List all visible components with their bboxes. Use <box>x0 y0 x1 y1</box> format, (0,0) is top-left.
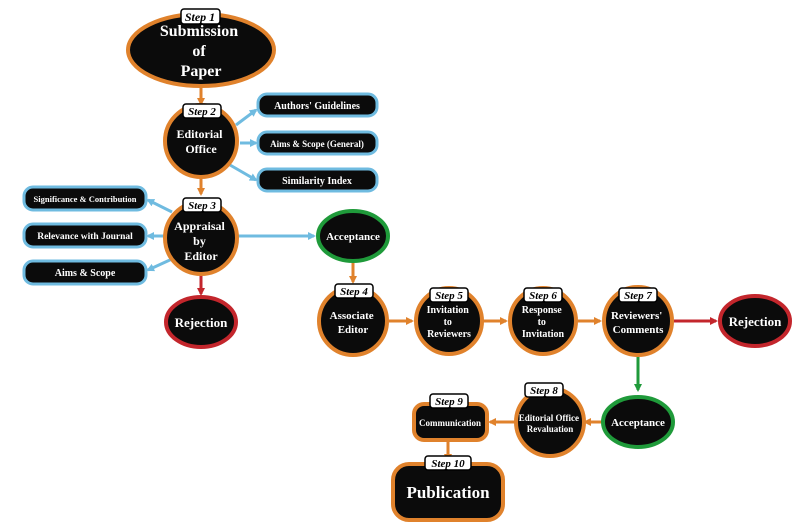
svg-text:Appraisal by Edito: Appraisal by Editor <box>174 219 228 263</box>
pill-authors-guidelines-label: Authors' Guidelines <box>274 101 360 112</box>
editorial-line-2: Office <box>185 142 217 156</box>
step-10-label: Step 10 <box>431 458 465 470</box>
pill-aims-scope-label: Aims & Scope <box>55 268 116 279</box>
response-line-1: Response <box>522 305 563 316</box>
submission-line-1: Submission <box>160 23 238 40</box>
step-3-label: Step 3 <box>188 200 216 212</box>
rejection-2-label: Rejection <box>729 314 782 329</box>
svg-text:Submission of Pape: Submission of Paper <box>160 23 242 80</box>
pill-relevance-with-journal: Relevance with Journal <box>22 222 148 249</box>
invitation-line-1: Invitation <box>427 305 470 316</box>
step-tag-8: Step 8 <box>524 382 564 398</box>
step-5-label: Step 5 <box>435 290 463 302</box>
pill-relevance-label: Relevance with Journal <box>37 232 133 242</box>
pill-significance-label: Significance & Contribution <box>34 194 137 204</box>
pill-aims-scope: Aims & Scope <box>22 259 148 286</box>
node-rejection-2: Rejection <box>718 294 792 348</box>
associate-line-2: Editor <box>338 324 369 336</box>
step-tag-10: Step 10 <box>424 455 472 471</box>
pill-similarity-index-label: Similarity Index <box>282 176 352 187</box>
arrow-editorial-to-authors-guidelines <box>235 108 258 127</box>
step-7-label: Step 7 <box>624 290 652 302</box>
step-tag-9: Step 9 <box>429 393 469 409</box>
appraisal-line-3: Editor <box>184 249 218 263</box>
node-acceptance-2: Acceptance <box>601 395 675 449</box>
pill-similarity-index: Similarity Index <box>256 167 379 193</box>
associate-line-1: Associate <box>330 310 374 322</box>
step-2-label: Step 2 <box>188 106 216 118</box>
node-submission-of-paper: Submission of Paper <box>126 12 276 88</box>
step-tag-2: Step 2 <box>182 103 222 119</box>
svg-text:Reviewers' Comments: Reviewers' Comments <box>611 310 665 336</box>
step-9-label: Step 9 <box>435 396 463 408</box>
communication-label: Communication <box>419 418 481 428</box>
step-1-label: Step 1 <box>185 10 215 24</box>
step-tag-1: Step 1 <box>180 8 221 25</box>
acceptance-2-label: Acceptance <box>611 417 665 429</box>
arrow-appraisal-to-significance <box>146 198 173 214</box>
node-rejection-1: Rejection <box>164 295 238 349</box>
svg-text:Associate Editor: Associate Editor <box>330 310 377 336</box>
node-reviewers-comments: Reviewers' Comments <box>602 285 674 357</box>
rejection-1-label: Rejection <box>175 315 228 330</box>
submission-line-3: Paper <box>181 63 222 80</box>
arrow-appraisal-to-aims <box>146 257 173 272</box>
step-tag-7: Step 7 <box>618 287 658 303</box>
step-6-label: Step 6 <box>529 290 557 302</box>
step-tag-4: Step 4 <box>334 283 374 299</box>
response-line-3: Invitation <box>522 329 565 340</box>
svg-text:Editorial Office: Editorial Office <box>176 127 225 156</box>
pill-aims-scope-general: Aims & Scope (General) <box>256 130 379 156</box>
submission-line-2: of <box>192 43 206 60</box>
pill-significance-contribution: Significance & Contribution <box>22 185 148 212</box>
pill-authors-guidelines: Authors' Guidelines <box>256 92 379 118</box>
step-tag-5: Step 5 <box>429 287 469 303</box>
revaluation-line-1: Editorial Office <box>519 413 579 423</box>
step-tag-6: Step 6 <box>523 287 563 303</box>
node-publication: Publication <box>391 462 505 522</box>
arrow-editorial-to-similarity <box>229 163 258 182</box>
svg-text:Editorial Office Revalua: Editorial Office Revaluation <box>519 413 582 434</box>
svg-text:Invitation to Revi: Invitation to Reviewers <box>427 305 472 340</box>
invitation-line-2: to <box>444 317 452 328</box>
invitation-line-3: Reviewers <box>427 329 471 340</box>
response-line-2: to <box>538 317 546 328</box>
step-tags: Step 1 Step 2 Step 3 Step 4 Step 5 Step … <box>180 8 658 471</box>
acceptance-1-label: Acceptance <box>326 231 380 243</box>
publication-label: Publication <box>406 483 490 502</box>
connectors <box>146 86 718 462</box>
node-acceptance-1: Acceptance <box>316 209 390 263</box>
pill-aims-scope-general-label: Aims & Scope (General) <box>270 139 364 149</box>
node-associate-editor: Associate Editor <box>317 285 389 357</box>
step-tag-3: Step 3 <box>182 197 222 213</box>
node-appraisal-by-editor: Appraisal by Editor <box>163 200 239 276</box>
appraisal-line-2: by <box>193 234 206 248</box>
revaluation-line-2: Revaluation <box>527 424 574 434</box>
reviewers-line-2: Comments <box>613 324 664 336</box>
node-communication: Communication <box>412 402 489 442</box>
editorial-line-1: Editorial <box>176 127 223 141</box>
reviewers-line-1: Reviewers' <box>611 310 662 322</box>
step-8-label: Step 8 <box>530 385 558 397</box>
node-editorial-office-revaluation: Editorial Office Revaluation <box>514 386 586 458</box>
appraisal-line-1: Appraisal <box>174 219 225 233</box>
svg-text:Response to Invita: Response to Invitation <box>522 305 565 340</box>
step-4-label: Step 4 <box>340 286 368 298</box>
